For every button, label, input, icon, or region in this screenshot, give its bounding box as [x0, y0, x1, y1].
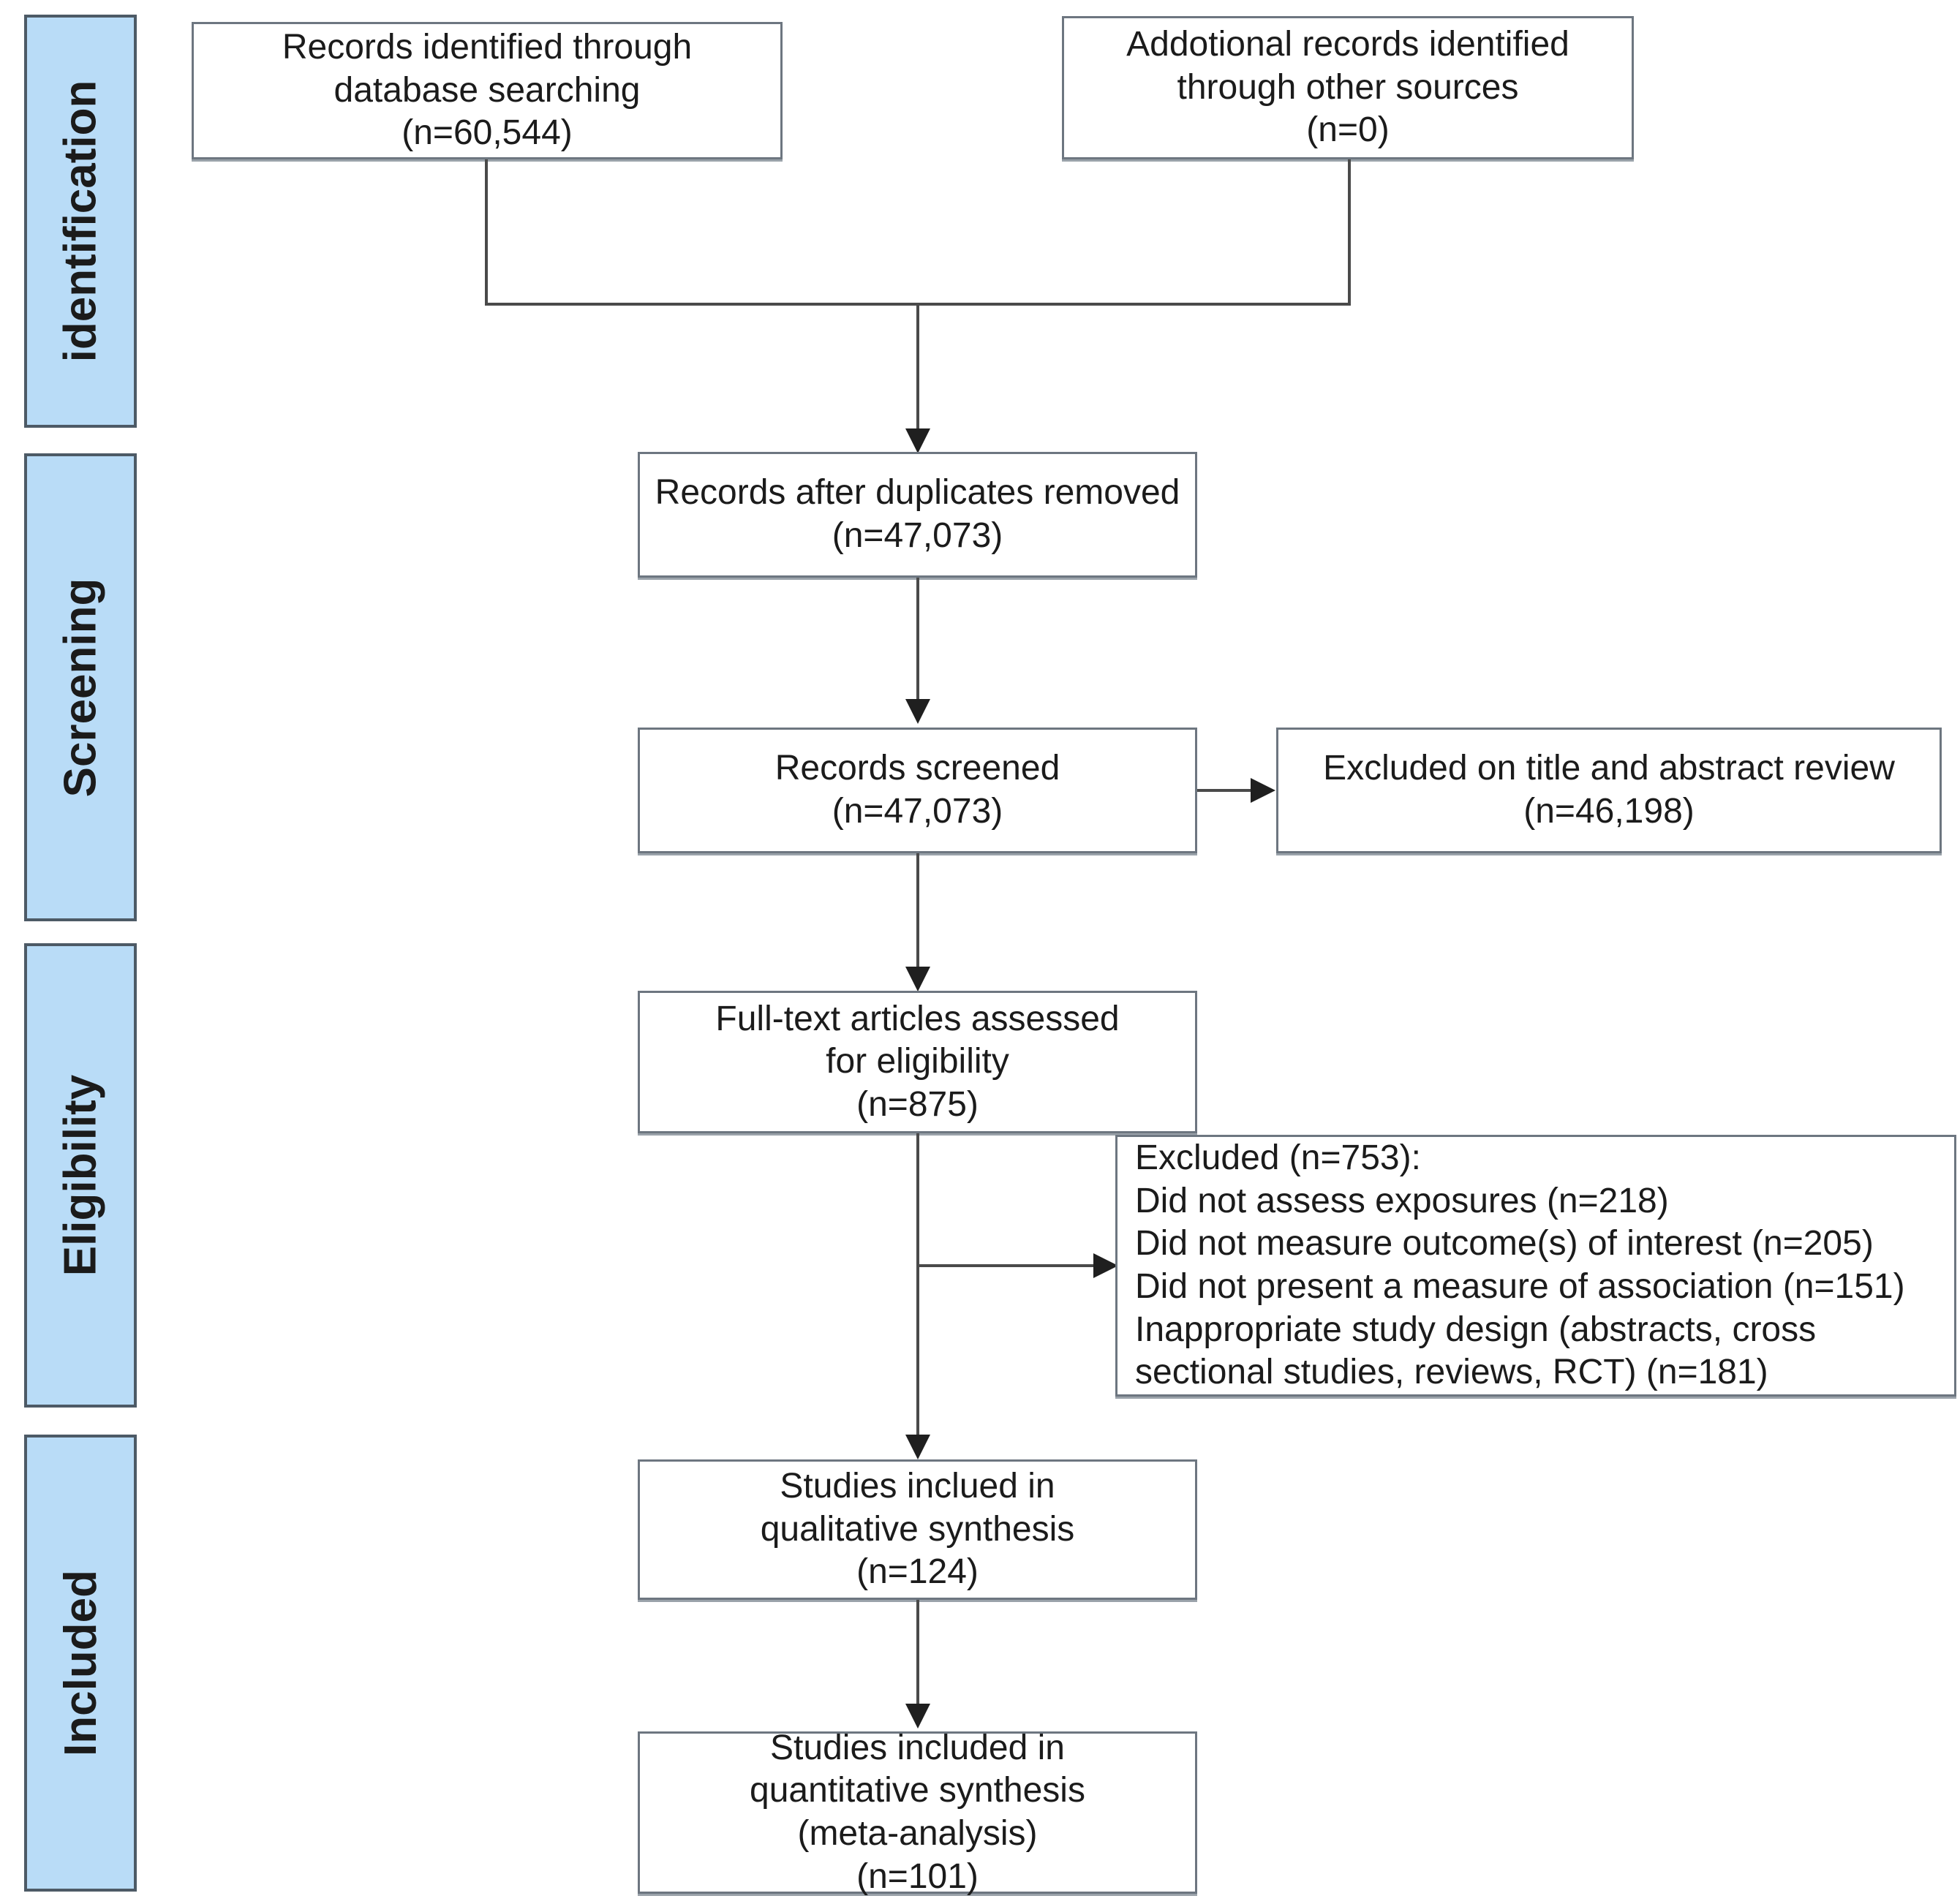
box-records-screened: Records screened (n=47,073) [638, 728, 1197, 853]
box-database-search-text: Records identified through database sear… [282, 28, 693, 153]
stage-block-identification: identification [24, 15, 137, 428]
arrow-to-qualitative-synthesis [905, 1435, 930, 1459]
arrow-to-fulltext-assessed [905, 967, 930, 991]
stage-label-screening: Screening [55, 578, 106, 797]
box-qualitative-synthesis: Studies inclued in qualitative synthesis… [638, 1459, 1197, 1600]
stage-label-eligibility: Eligibility [55, 1074, 106, 1277]
box-duplicates-removed: Records after duplicates removed (n=47,0… [638, 452, 1197, 578]
connector-bus-to-duplicates [916, 303, 919, 431]
connector-other-sources-down [1348, 159, 1351, 306]
box-excluded-fulltext: Excluded (n=753): Did not assess exposur… [1115, 1135, 1956, 1397]
stage-block-eligibility: Eligibility [24, 943, 137, 1408]
box-fulltext-assessed-text: Full-text articles assessed for eligibil… [715, 999, 1120, 1124]
box-quantitative-synthesis-text: Studies included in quantitative synthes… [750, 1728, 1085, 1896]
box-qualitative-synthesis-text: Studies inclued in qualitative synthesis… [760, 1467, 1075, 1592]
connector-screened-to-excluded [1197, 789, 1252, 792]
box-records-screened-text: Records screened (n=47,073) [774, 749, 1060, 831]
box-other-sources-text: Addotional records identified through ot… [1126, 25, 1569, 150]
stage-label-identification: identification [55, 80, 106, 363]
stage-label-included: Included [55, 1570, 106, 1756]
box-database-search: Records identified through database sear… [192, 22, 783, 159]
box-excluded-title-abstract: Excluded on title and abstract review (n… [1276, 728, 1942, 853]
connector-database-search-down [485, 159, 488, 306]
arrow-to-duplicates [905, 428, 930, 453]
arrow-to-records-screened [905, 699, 930, 724]
stage-block-screening: Screening [24, 453, 137, 921]
arrow-to-quantitative-synthesis [905, 1704, 930, 1729]
connector-duplicates-to-screened [916, 578, 919, 702]
arrow-to-excluded-fulltext [1093, 1253, 1118, 1278]
box-excluded-fulltext-text: Excluded (n=753): Did not assess exposur… [1135, 1138, 1905, 1392]
box-excluded-title-abstract-text: Excluded on title and abstract review (n… [1323, 749, 1895, 831]
connector-screened-to-fulltext [916, 853, 919, 970]
connector-fulltext-to-exclusions [916, 1264, 1136, 1267]
connector-qualitative-to-quantitative [916, 1600, 919, 1710]
box-quantitative-synthesis: Studies included in quantitative synthes… [638, 1729, 1197, 1896]
box-duplicates-removed-text: Records after duplicates removed (n=47,0… [655, 473, 1180, 555]
connector-fulltext-to-qualitative [916, 1133, 919, 1440]
box-other-sources: Addotional records identified through ot… [1062, 16, 1634, 159]
box-fulltext-assessed: Full-text articles assessed for eligibil… [638, 991, 1197, 1133]
arrow-to-excluded-title-abstract [1251, 778, 1275, 803]
stage-block-included: Included [24, 1435, 137, 1892]
